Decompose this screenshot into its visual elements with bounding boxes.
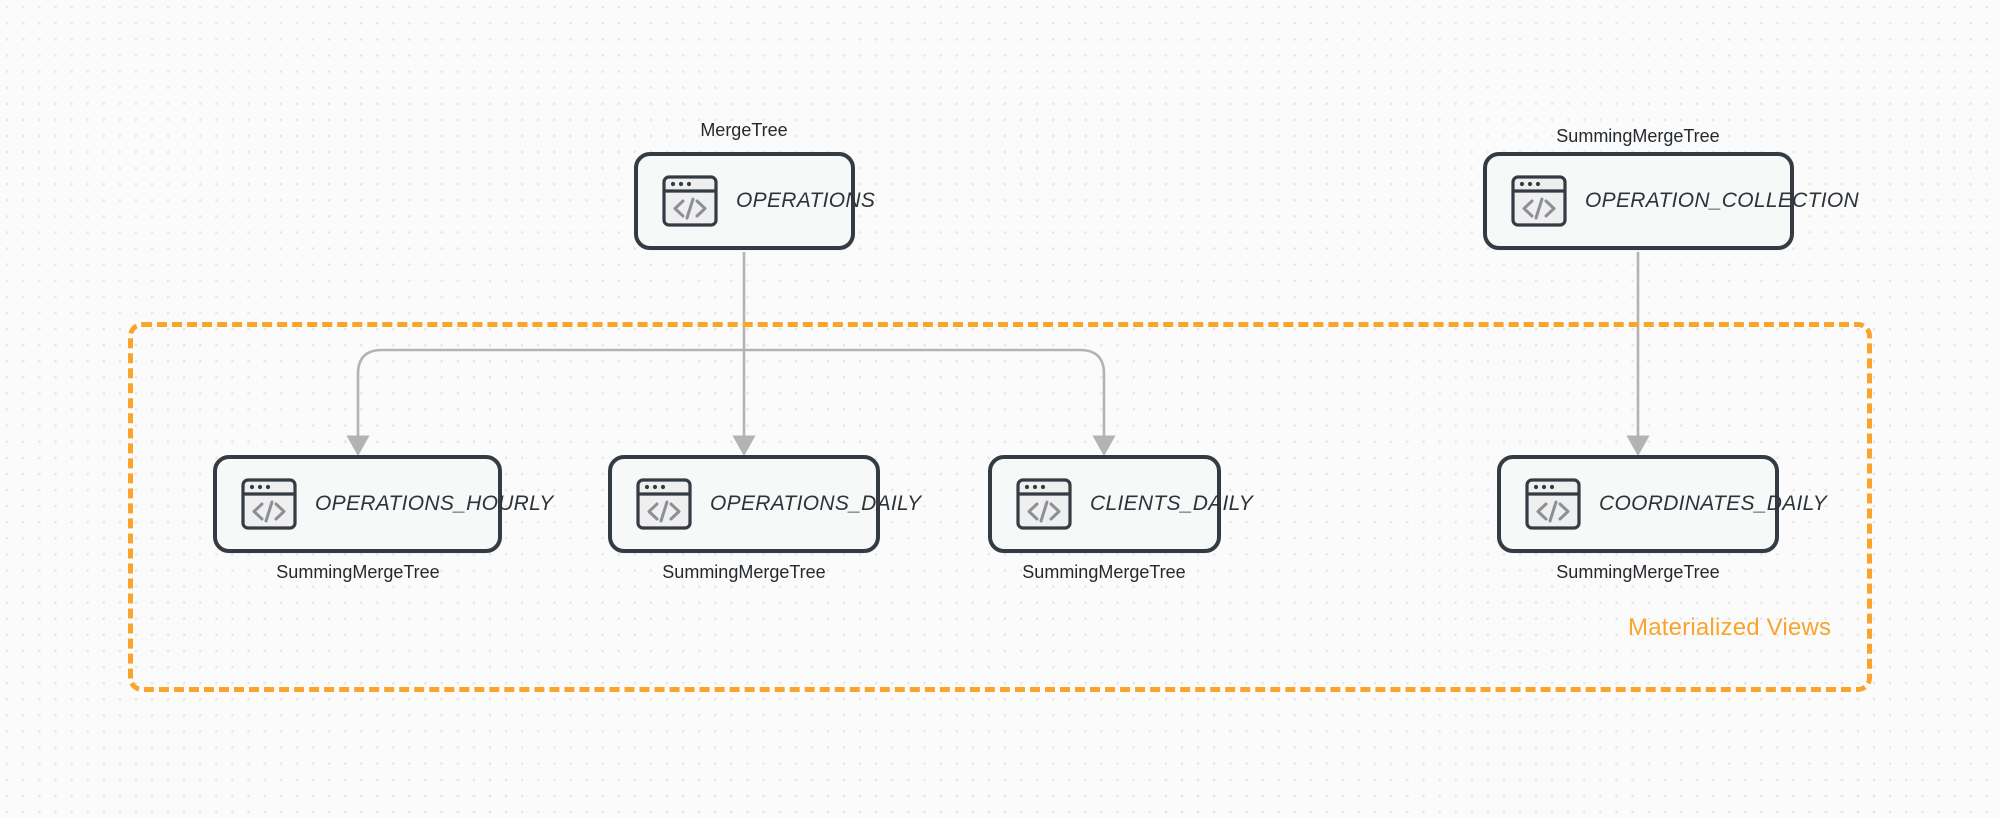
caption-operation_collection-engine: SummingMergeTree <box>1556 126 1720 146</box>
node-operations_hourly[interactable]: OPERATIONS_HOURLY <box>213 455 553 553</box>
node-title: OPERATIONS_HOURLY <box>315 492 554 515</box>
node-title: COORDINATES_DAILY <box>1599 492 1827 515</box>
caption-clients_daily-engine: SummingMergeTree <box>1022 562 1186 582</box>
caption-operations-engine: MergeTree <box>700 120 788 140</box>
code-window-icon <box>662 175 718 227</box>
node-title: OPERATIONS <box>736 189 876 212</box>
code-window-icon <box>1511 175 1567 227</box>
code-window-icon <box>1525 478 1581 530</box>
node-clients_daily[interactable]: CLIENTS_DAILY <box>988 455 1253 553</box>
node-operations_daily[interactable]: OPERATIONS_DAILY <box>608 455 921 553</box>
caption-coordinates_daily-engine: SummingMergeTree <box>1556 562 1720 582</box>
caption-operations_hourly-engine: SummingMergeTree <box>276 562 440 582</box>
node-title: CLIENTS_DAILY <box>1090 492 1254 515</box>
code-window-icon <box>636 478 692 530</box>
code-window-icon <box>241 478 297 530</box>
node-operations[interactable]: OPERATIONS <box>634 152 875 250</box>
materialized-views-group-label: Materialized Views <box>1628 614 1832 641</box>
node-operation_collection[interactable]: OPERATION_COLLECTION <box>1483 152 1859 250</box>
materialized-views-group <box>128 322 1872 692</box>
node-title: OPERATIONS_DAILY <box>710 492 922 515</box>
code-window-icon <box>1016 478 1072 530</box>
node-title: OPERATION_COLLECTION <box>1585 189 1859 212</box>
caption-operations_daily-engine: SummingMergeTree <box>662 562 826 582</box>
node-coordinates_daily[interactable]: COORDINATES_DAILY <box>1497 455 1827 553</box>
